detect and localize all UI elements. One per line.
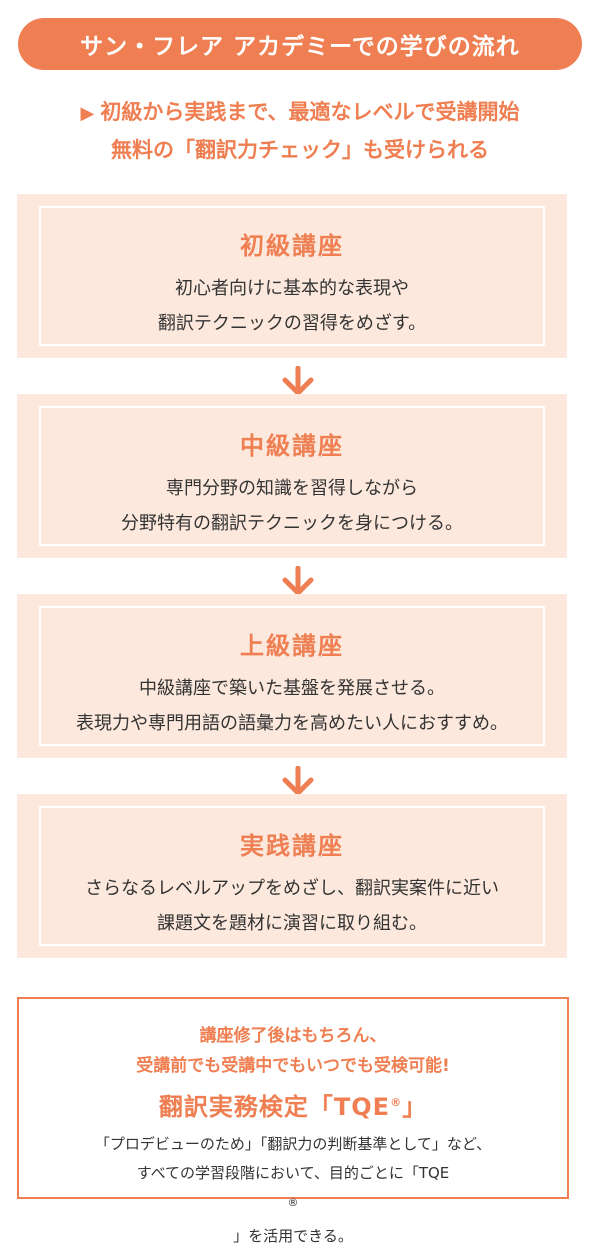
tqe-title: 翻訳実務検定「TQE®」 <box>158 1093 428 1121</box>
registered-mark: ® <box>287 1196 299 1209</box>
step-card-advanced: 上級講座 中級講座で築いた基盤を発展させる。 表現力や専門用語の語彙力を高めたい… <box>17 594 567 758</box>
intro-text: ▶初級から実践まで、最適なレベルで受講開始 無料の「翻訳力チェック」も受けられる <box>0 94 600 169</box>
step-title: 実践講座 <box>240 832 344 860</box>
step-card-inner: 初級講座 初心者向けに基本的な表現や 翻訳テクニックの習得をめざす。 <box>39 206 545 346</box>
arrow-down-icon <box>282 566 314 596</box>
page-title: サン・フレア アカデミーでの学びの流れ <box>18 18 582 70</box>
arrow-down-icon <box>282 766 314 796</box>
intro-line-1: ▶初級から実践まで、最適なレベルで受講開始 <box>80 100 520 124</box>
step-title: 初級講座 <box>240 232 344 260</box>
arrow-down-icon <box>282 366 314 396</box>
step-title: 中級講座 <box>240 432 344 460</box>
tqe-note: 「プロデビューのため」「翻訳力の判断基準として」など、 すべての学習段階において… <box>94 1135 492 1245</box>
step-description: さらなるレベルアップをめざし、翻訳実案件に近い 課題文を題材に演習に取り組む。 <box>85 878 499 934</box>
tqe-lead-text: 講座修了後はもちろん、 受講前でも受講中でもいつでも受検可能! <box>136 1026 450 1076</box>
registered-mark: ® <box>390 1096 403 1109</box>
step-card-inner: 実践講座 さらなるレベルアップをめざし、翻訳実案件に近い 課題文を題材に演習に取… <box>39 806 545 946</box>
step-card-practical: 実践講座 さらなるレベルアップをめざし、翻訳実案件に近い 課題文を題材に演習に取… <box>17 794 567 958</box>
step-description: 初心者向けに基本的な表現や 翻訳テクニックの習得をめざす。 <box>157 278 427 334</box>
step-description: 専門分野の知識を習得しながら 分野特有の翻訳テクニックを身につける。 <box>121 478 463 534</box>
intro-line-2: 無料の「翻訳力チェック」も受けられる <box>111 138 489 162</box>
step-description: 中級講座で築いた基盤を発展させる。 表現力や専門用語の語彙力を高めたい人におすす… <box>76 678 508 734</box>
step-card-beginner: 初級講座 初心者向けに基本的な表現や 翻訳テクニックの習得をめざす。 <box>17 194 567 358</box>
tqe-info-box: 講座修了後はもちろん、 受講前でも受講中でもいつでも受検可能! 翻訳実務検定「T… <box>17 997 569 1245</box>
step-title: 上級講座 <box>240 632 344 660</box>
step-card-inner: 上級講座 中級講座で築いた基盤を発展させる。 表現力や専門用語の語彙力を高めたい… <box>39 606 545 746</box>
step-card-inner: 中級講座 専門分野の知識を習得しながら 分野特有の翻訳テクニックを身につける。 <box>39 406 545 546</box>
step-card-intermediate: 中級講座 専門分野の知識を習得しながら 分野特有の翻訳テクニックを身につける。 <box>17 394 567 558</box>
triangle-marker-icon: ▶ <box>80 103 95 124</box>
page-title-text: サン・フレア アカデミーでの学びの流れ <box>80 34 520 60</box>
